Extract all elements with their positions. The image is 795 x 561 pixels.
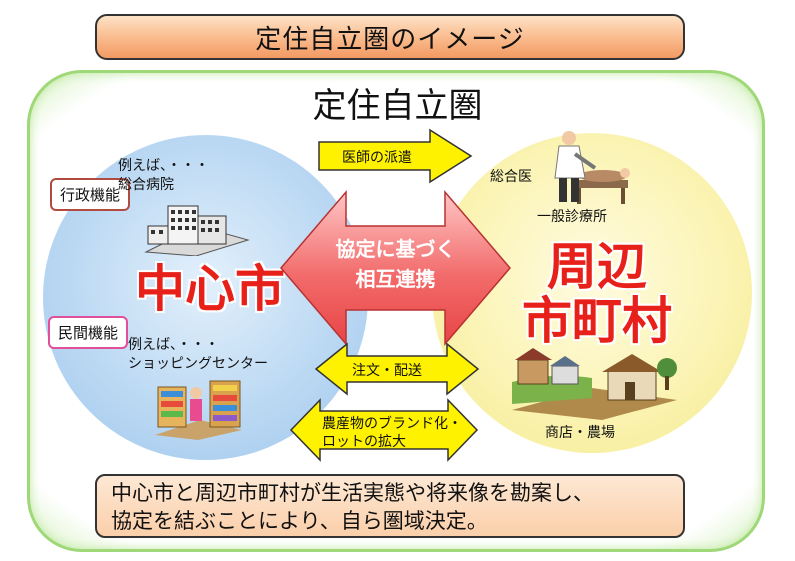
order-delivery-label: 注文・配送 [352, 363, 422, 379]
example-hospital-line1: 例えば、・・・ [118, 158, 209, 174]
general-doctor-label: 総合医 [490, 169, 532, 185]
shop-farm-label: 商店・農場 [545, 425, 615, 441]
summary-box: 中心市と周辺市町村が生活実態や将来像を勘案し、 協定を結ぶことにより、自ら圏域決… [95, 474, 685, 538]
agreement-double-arrow [280, 189, 511, 347]
example-hospital-line2: 総合病院 [118, 177, 174, 193]
surrounding-name-line2: 市町村 [522, 292, 672, 350]
central-city-name: 中心市 [135, 260, 285, 318]
branding-label-line1: 農産物のブランド化・ [322, 416, 462, 432]
shop-farm-icon [512, 348, 677, 420]
doctor-dispatch-label: 医師の派遣 [342, 150, 412, 166]
summary-line1: 中心市と周辺市町村が生活実態や将来像を勘案し、 [111, 481, 594, 505]
branding-arrow [289, 398, 479, 462]
admin-function-tag: 行政機能 [50, 178, 131, 211]
branding-label-line2: ロットの拡大 [322, 434, 406, 450]
order-delivery-arrow [314, 342, 480, 396]
summary-line2: 協定を結ぶことにより、自ら圏域決定。 [111, 509, 488, 533]
header-title-bar: 定住自立圏のイメージ [95, 14, 685, 60]
private-function-tag: 民間機能 [48, 316, 129, 349]
header-title: 定住自立圏のイメージ [255, 24, 525, 55]
clinic-label: 一般診療所 [537, 209, 607, 225]
agreement-label-line2: 相互連携 [355, 267, 436, 291]
surrounding-name-line1: 周辺 [547, 238, 647, 296]
example-shopping-line2: ショッピングセンター [128, 356, 268, 372]
doctor-dispatch-arrow [318, 128, 473, 184]
doctor-patient-icon [554, 131, 630, 204]
example-shopping-line1: 例えば、・・・ [128, 337, 219, 353]
agreement-label-line1: 協定に基づく [335, 237, 456, 261]
shopping-center-icon [155, 380, 242, 440]
area-title: 定住自立圏 [312, 86, 483, 126]
hospital-icon [144, 205, 250, 256]
